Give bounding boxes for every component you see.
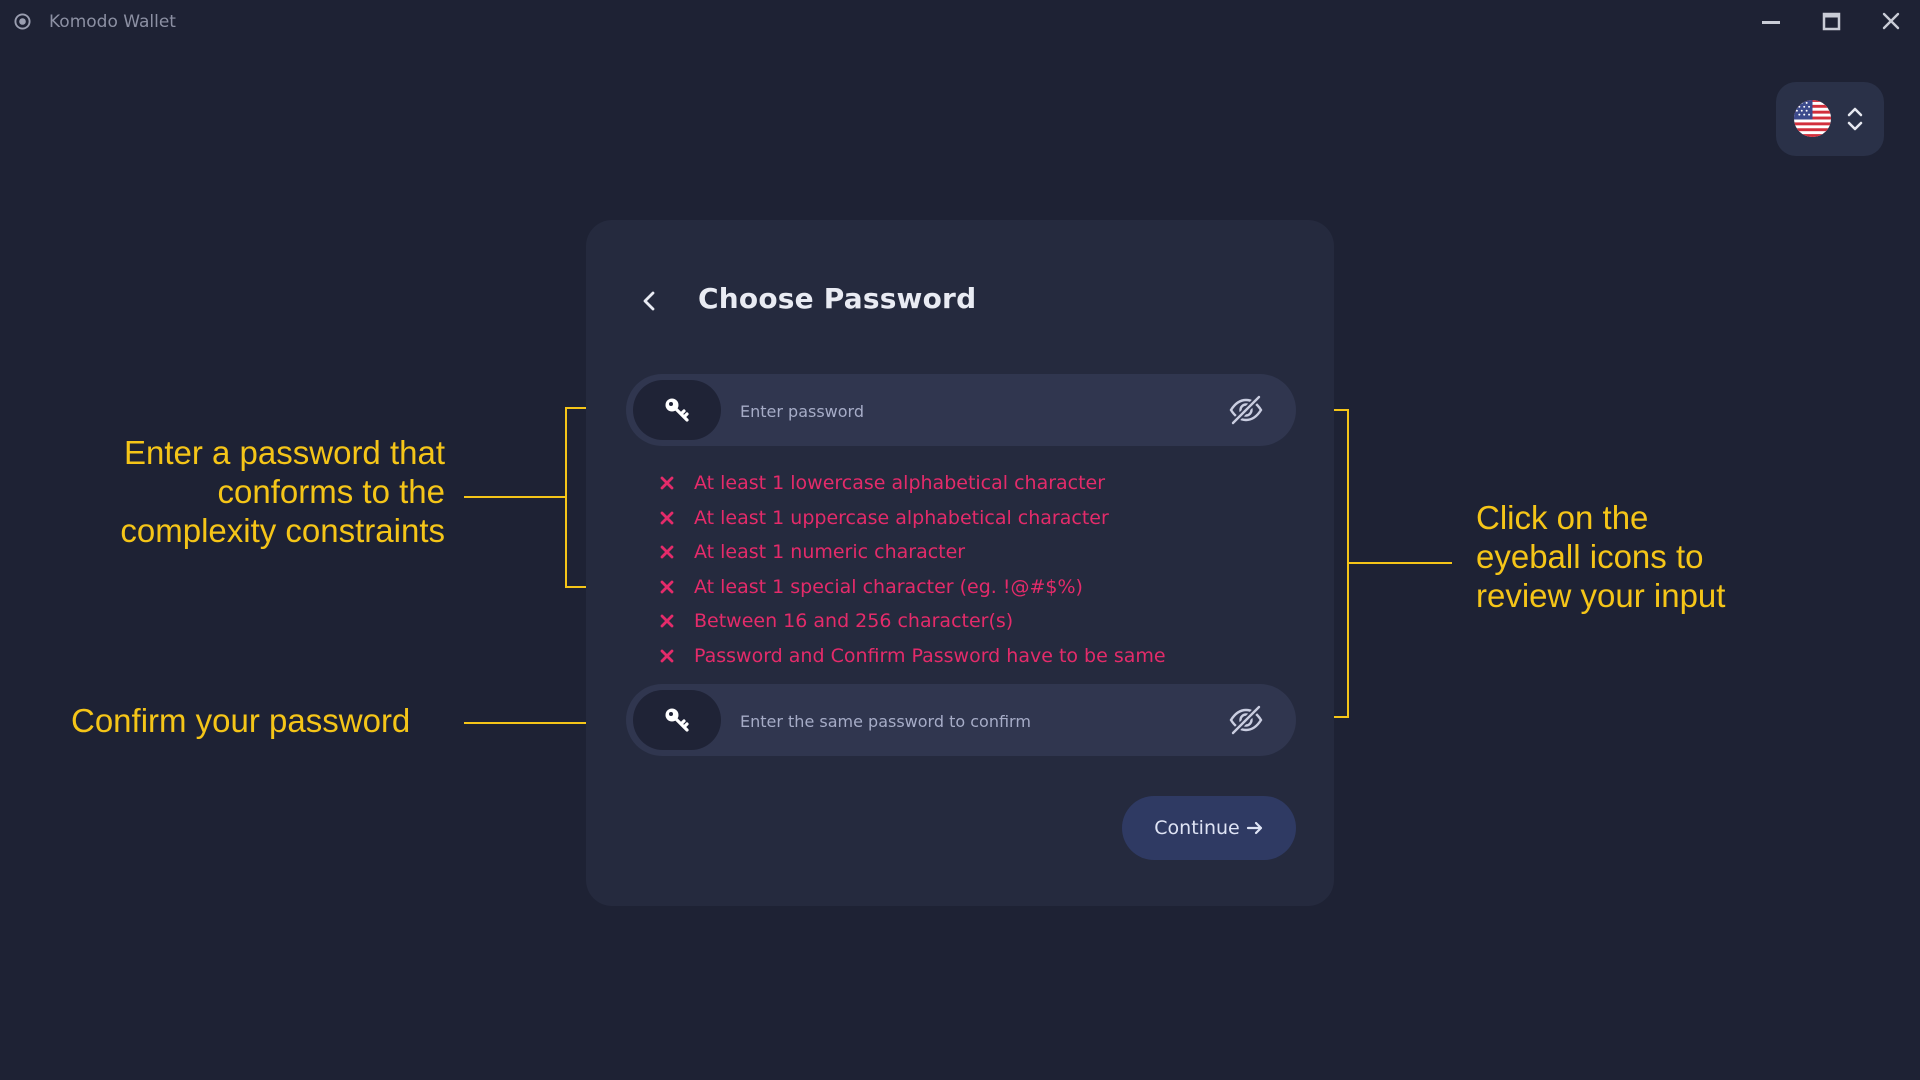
password-requirements-list: At least 1 lowercase alphabetical charac… bbox=[660, 466, 1166, 673]
chevron-up-down-icon bbox=[1847, 107, 1863, 131]
close-icon[interactable] bbox=[1871, 8, 1911, 36]
x-mark-icon bbox=[660, 476, 674, 490]
requirement-text: Password and Confirm Password have to be… bbox=[694, 644, 1166, 667]
requirement-item: At least 1 lowercase alphabetical charac… bbox=[660, 466, 1166, 501]
requirement-item: Password and Confirm Password have to be… bbox=[660, 639, 1166, 674]
back-arrow-icon[interactable] bbox=[637, 288, 663, 314]
eye-off-icon[interactable] bbox=[1228, 704, 1264, 736]
continue-label: Continue bbox=[1154, 817, 1240, 839]
confirm-password-field[interactable] bbox=[626, 684, 1296, 758]
title-bar: Komodo Wallet bbox=[0, 0, 1920, 44]
choose-password-card: Choose Password At least 1 lowercase alp… bbox=[586, 220, 1334, 906]
page-title: Choose Password bbox=[698, 282, 977, 315]
key-badge bbox=[633, 690, 721, 750]
key-icon bbox=[665, 708, 689, 732]
confirm-password-input[interactable] bbox=[738, 684, 1212, 758]
requirement-item: At least 1 special character (eg. !@#$%) bbox=[660, 570, 1166, 605]
arrow-right-icon bbox=[1246, 821, 1262, 835]
language-selector[interactable] bbox=[1776, 82, 1884, 156]
requirement-text: At least 1 uppercase alphabetical charac… bbox=[694, 506, 1109, 529]
key-badge bbox=[633, 380, 721, 440]
password-input[interactable] bbox=[738, 374, 1212, 448]
app-logo-icon bbox=[14, 13, 31, 30]
x-mark-icon bbox=[660, 511, 674, 525]
eyeball-annotation: Click on the eyeball icons to review you… bbox=[1476, 499, 1726, 614]
x-mark-icon bbox=[660, 545, 674, 559]
password-annotation: Enter a password that conforms to the co… bbox=[120, 434, 445, 549]
us-flag-icon bbox=[1793, 99, 1832, 138]
x-mark-icon bbox=[660, 649, 674, 663]
requirement-text: Between 16 and 256 character(s) bbox=[694, 610, 1014, 633]
requirement-text: At least 1 numeric character bbox=[694, 541, 966, 564]
x-mark-icon bbox=[660, 614, 674, 628]
password-field[interactable] bbox=[626, 374, 1296, 448]
requirement-text: At least 1 lowercase alphabetical charac… bbox=[694, 472, 1106, 495]
requirement-text: At least 1 special character (eg. !@#$%) bbox=[694, 575, 1083, 598]
requirement-item: Between 16 and 256 character(s) bbox=[660, 604, 1166, 639]
continue-button[interactable]: Continue bbox=[1122, 796, 1296, 860]
window-title: Komodo Wallet bbox=[49, 12, 176, 32]
eye-off-icon[interactable] bbox=[1228, 394, 1264, 426]
maximize-icon[interactable] bbox=[1811, 8, 1851, 36]
requirement-item: At least 1 uppercase alphabetical charac… bbox=[660, 501, 1166, 536]
requirement-item: At least 1 numeric character bbox=[660, 535, 1166, 570]
key-icon bbox=[665, 398, 689, 422]
confirm-annotation: Confirm your password bbox=[71, 702, 411, 739]
x-mark-icon bbox=[660, 580, 674, 594]
minimize-icon[interactable] bbox=[1751, 8, 1791, 36]
